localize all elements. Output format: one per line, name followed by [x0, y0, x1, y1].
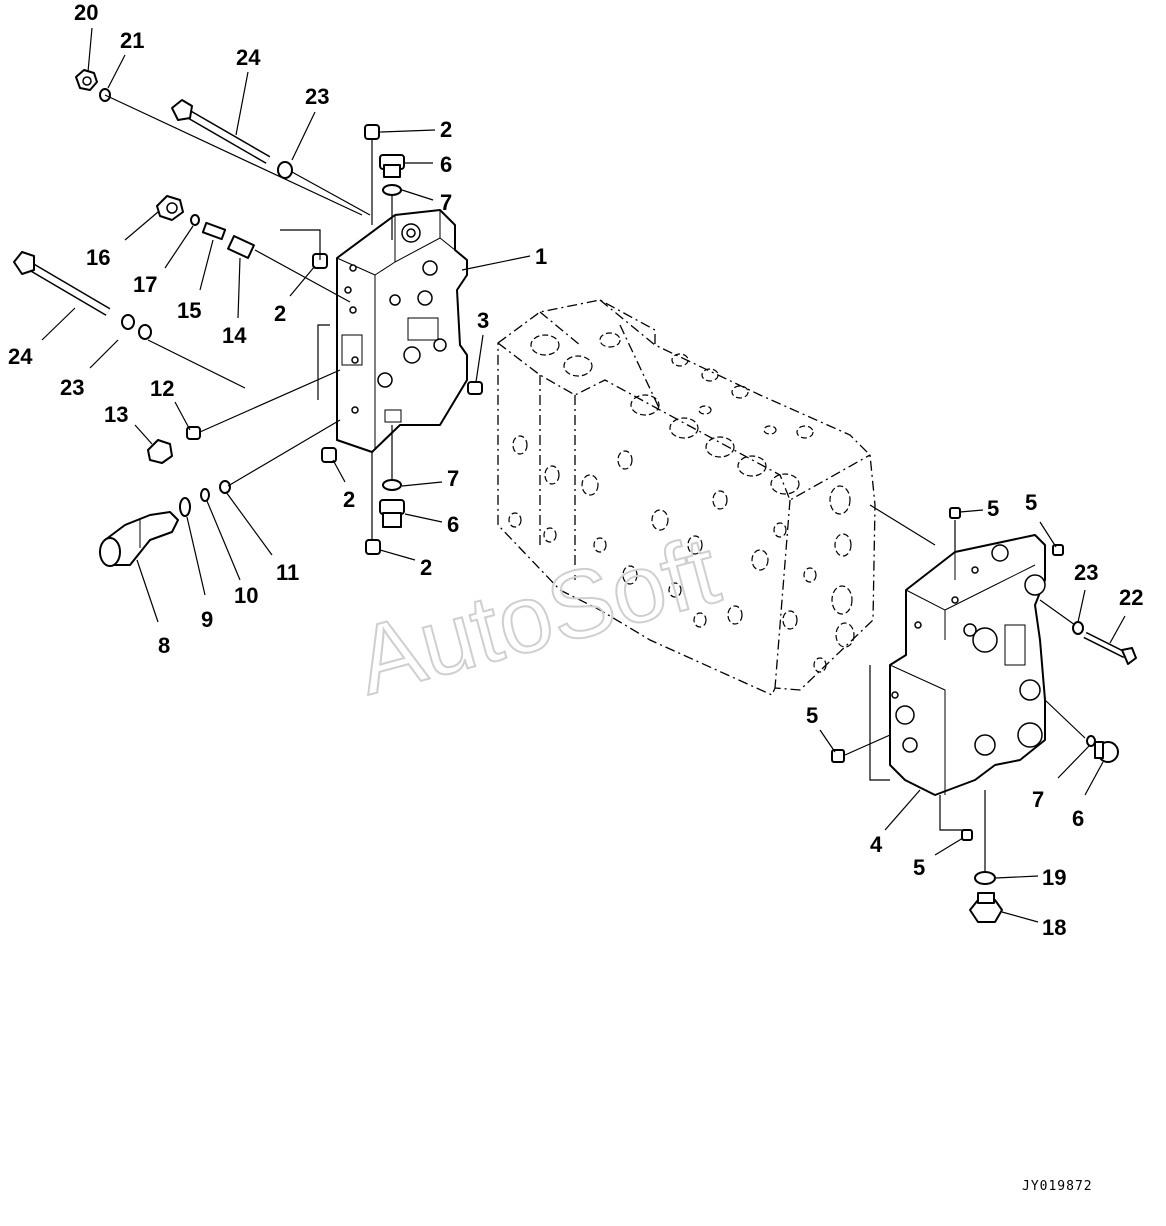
piston-14	[227, 235, 255, 259]
plug-5-d	[961, 829, 973, 841]
callout-6: 6	[440, 152, 452, 177]
callout-23: 23	[305, 84, 329, 109]
callout-7: 7	[1032, 787, 1044, 812]
valve-8	[99, 511, 179, 567]
callout-9: 9	[201, 607, 213, 632]
plug-2-top	[364, 124, 380, 140]
nut-20	[75, 69, 98, 91]
callout-7: 7	[440, 190, 452, 215]
callout-21: 21	[120, 28, 144, 53]
oring-11	[219, 480, 231, 494]
callout-2: 2	[420, 555, 432, 580]
callout-14: 14	[222, 323, 247, 348]
plug-5-c	[831, 749, 845, 763]
callout-24: 24	[8, 344, 33, 369]
callout-2: 2	[440, 117, 452, 142]
plug-6-bottom	[379, 499, 405, 528]
oring-7-top	[382, 184, 402, 196]
washer-23-a	[277, 161, 293, 179]
main-valve-block-phantom	[497, 299, 876, 696]
tie-bolt-24-lower	[13, 251, 111, 316]
plug-2-mid	[321, 447, 337, 463]
section-valve-body-4	[889, 534, 1046, 796]
plug-3	[467, 381, 483, 395]
callout-5: 5	[1025, 490, 1037, 515]
section-valve-body-1	[336, 209, 468, 453]
callout-19: 19	[1042, 865, 1066, 890]
plug-12	[186, 426, 201, 440]
callout-3: 3	[477, 308, 489, 333]
callout-1: 1	[535, 244, 547, 269]
callout-2: 2	[274, 301, 286, 326]
plug-13	[147, 439, 173, 464]
callout-6: 6	[447, 512, 459, 537]
callout-13: 13	[104, 402, 128, 427]
document-code: JY019872	[1022, 1179, 1093, 1194]
plug-5-b	[1052, 544, 1064, 556]
callout-leaders	[41, 27, 1126, 923]
oring-7-right	[1086, 735, 1096, 747]
plug-6-right	[1094, 741, 1119, 763]
oring-7-bottom	[382, 479, 402, 491]
bolt-22	[1083, 631, 1137, 665]
washer-23-b2	[138, 324, 152, 340]
washer-23-c	[1072, 621, 1084, 635]
callout-labels: 20 21 24 23 2 6 7 1 16 17 15 14 2 3 24 2…	[8, 0, 1143, 940]
plug-18	[969, 892, 1003, 923]
callout-23: 23	[1074, 560, 1098, 585]
callout-12: 12	[150, 376, 174, 401]
callout-5: 5	[913, 855, 925, 880]
callout-4: 4	[870, 832, 883, 857]
callout-22: 22	[1119, 585, 1143, 610]
callout-20: 20	[74, 0, 98, 25]
callout-5: 5	[806, 703, 818, 728]
callout-24: 24	[236, 45, 261, 70]
oring-19	[974, 871, 996, 885]
callout-5: 5	[987, 496, 999, 521]
callout-16: 16	[86, 245, 110, 270]
plug-5-a	[949, 507, 961, 519]
callout-8: 8	[158, 633, 170, 658]
oring-17	[190, 214, 200, 226]
plug-6-top	[379, 154, 405, 178]
callout-2: 2	[343, 487, 355, 512]
spring-15	[201, 221, 227, 241]
callout-18: 18	[1042, 915, 1066, 940]
callout-7: 7	[447, 466, 459, 491]
callout-15: 15	[177, 298, 201, 323]
plug-2-bottom	[365, 539, 381, 555]
callout-23: 23	[60, 375, 84, 400]
callout-10: 10	[234, 583, 258, 608]
oring-9	[179, 497, 191, 517]
callout-6: 6	[1072, 806, 1084, 831]
assembly-lines	[104, 94, 1086, 872]
washer-23-b	[121, 314, 135, 330]
tie-bolt-24-upper	[171, 99, 271, 164]
oring-10	[200, 488, 210, 502]
plug-16	[156, 195, 184, 221]
callout-17: 17	[133, 272, 157, 297]
callout-11: 11	[276, 560, 299, 585]
